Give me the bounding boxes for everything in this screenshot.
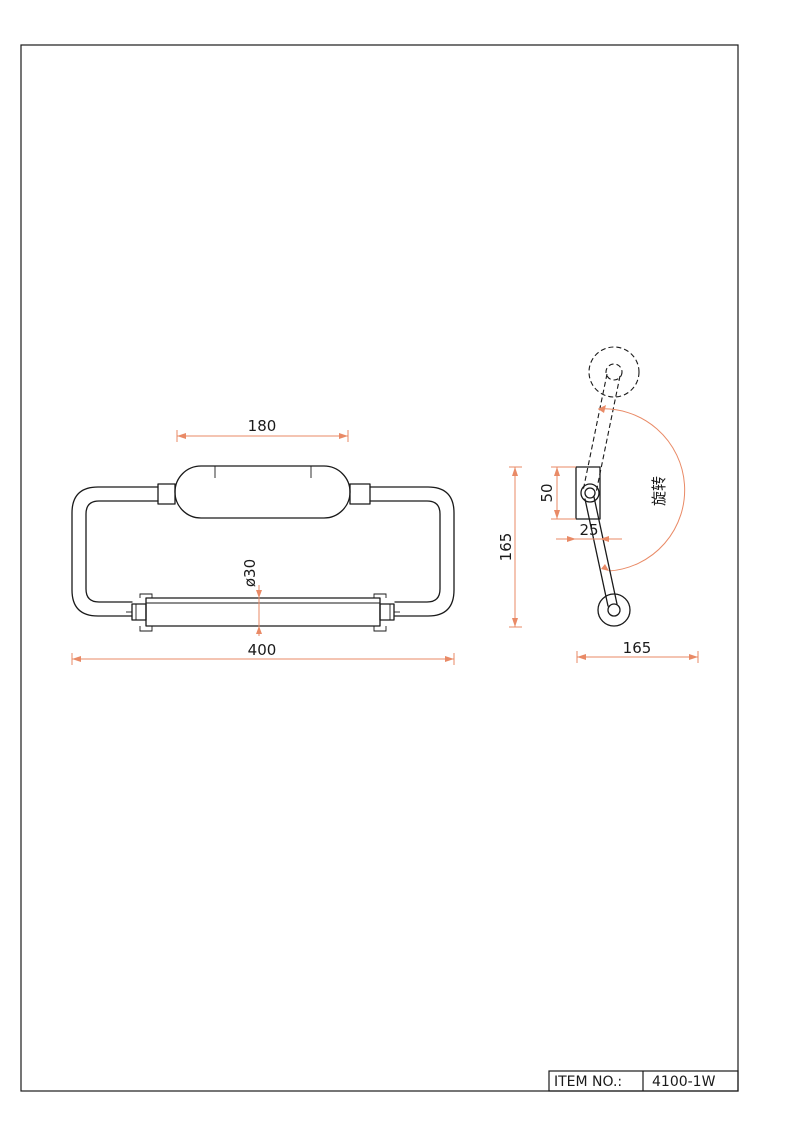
wall-bracket [575, 466, 601, 520]
dimension-50: 50 [538, 466, 576, 520]
sheet-border [20, 44, 739, 1092]
arm-edge-left [584, 498, 609, 607]
left-end-clamp [126, 593, 153, 632]
top-connector-left [157, 483, 176, 505]
dimension-25-label: 25 [579, 521, 598, 539]
dimension-25: 25 [556, 521, 622, 542]
lamp-end-disc [597, 593, 631, 627]
rotated-position-disc [588, 346, 640, 398]
arm-edge-right [593, 496, 618, 605]
dimension-400-label: 400 [248, 641, 277, 659]
rotated-position-hub [605, 363, 623, 381]
dimension-50-label: 50 [538, 483, 556, 502]
right-end-clamp [373, 593, 400, 632]
top-lamp-body [174, 465, 351, 519]
dimension-depth-165: 165 [576, 639, 699, 663]
dimension-180: 180 [176, 417, 349, 442]
dimension-height-165: 165 [497, 466, 522, 628]
dimension-diameter-label: ø30 [241, 559, 259, 587]
dimension-depth-label: 165 [623, 639, 652, 657]
frame-tube-inner-right [369, 500, 441, 603]
rotation-arc [597, 408, 686, 572]
dimension-diameter: ø30 [241, 559, 262, 636]
rotated-arm-edge-left [582, 373, 608, 492]
dimension-height-label: 165 [497, 533, 515, 562]
frame-tube-inner [85, 500, 159, 603]
pivot-outer [580, 483, 600, 503]
side-view: 旋转 165 50 [497, 346, 699, 663]
rotation-label: 旋转 [650, 476, 668, 506]
item-no-label: ITEM NO.: [554, 1074, 622, 1090]
frame-tube-outer-right [369, 486, 455, 617]
dimension-180-label: 180 [248, 417, 277, 435]
dimension-400: 400 [71, 641, 455, 665]
frame-tube-outer [71, 486, 159, 617]
item-no-value: 4100-1W [652, 1074, 716, 1090]
title-block: ITEM NO.: 4100-1W [548, 1070, 739, 1092]
pivot-inner [584, 487, 596, 499]
front-view: 180 ø30 400 [71, 417, 455, 665]
lamp-end-hub [607, 603, 621, 617]
bottom-light-tube [145, 597, 381, 627]
top-connector-right [349, 483, 371, 505]
